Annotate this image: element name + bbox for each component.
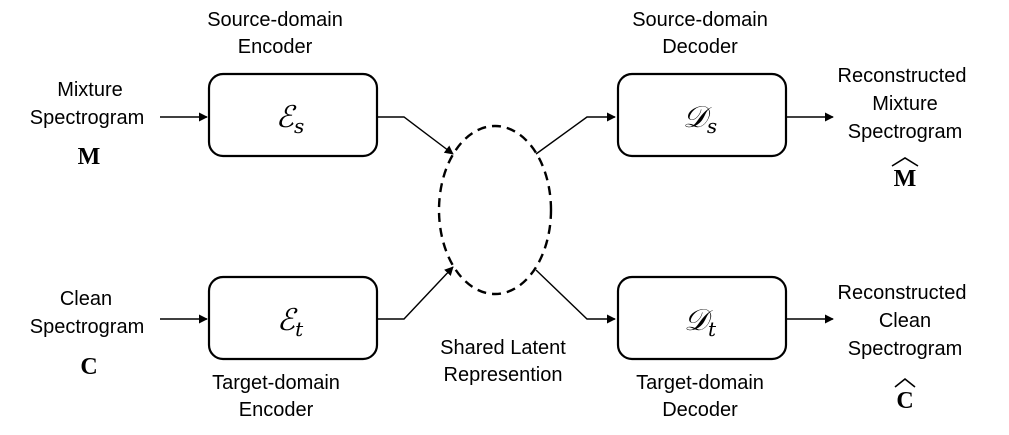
clean-input-symbol: C xyxy=(80,354,97,380)
reconstructed-mixture-line2: Mixture xyxy=(872,93,938,115)
source-decoder-title-line1: Source-domain xyxy=(632,9,768,31)
target-encoder-to-latent-arrow xyxy=(378,266,454,320)
source-encoder-title-line2: Encoder xyxy=(238,36,313,58)
latent-to-target-decoder-arrow xyxy=(535,269,616,324)
target-encoder-title-line1: Target-domain xyxy=(212,372,340,394)
source-encoder-title-line1: Source-domain xyxy=(207,9,343,31)
target-encoder-box: ℰt xyxy=(207,275,379,361)
mixture-input-line1: Mixture xyxy=(57,79,123,101)
reconstructed-mixture-line3: Spectrogram xyxy=(848,121,963,143)
source-decoder-symbol: 𝒟s xyxy=(683,100,717,138)
latent-to-source-decoder-arrow xyxy=(535,112,616,155)
shared-latent-label-line1: Shared Latent xyxy=(440,337,566,359)
source-encoder-symbol: ℰs xyxy=(276,100,304,138)
mixture-input-symbol: M xyxy=(78,144,101,170)
clean-input-line2: Spectrogram xyxy=(30,316,145,338)
hat-accent-icon xyxy=(894,377,916,388)
reconstructed-mixture-symbol: M xyxy=(894,166,917,192)
target-decoder-box: 𝒟t xyxy=(616,275,788,361)
source-decoder-title-line2: Decoder xyxy=(662,36,738,58)
target-decoder-title: Target-domain Decoder xyxy=(636,372,764,421)
reconstructed-clean-line3: Spectrogram xyxy=(848,338,963,360)
target-encoder-symbol: ℰt xyxy=(277,303,304,341)
reconstructed-mixture-line1: Reconstructed xyxy=(838,65,967,87)
source-decoder-title: Source-domain Decoder xyxy=(632,9,768,58)
reconstructed-mixture-label: Reconstructed Mixture Spectrogram M xyxy=(838,65,967,192)
source-decoder-box: 𝒟s xyxy=(616,72,788,158)
clean-input-line1: Clean xyxy=(60,288,112,310)
mixture-input-line2: Spectrogram xyxy=(30,107,145,129)
target-decoder-title-line1: Target-domain xyxy=(636,372,764,394)
source-encoder-to-latent-arrow xyxy=(378,116,454,155)
reconstructed-clean-line1: Reconstructed xyxy=(838,282,967,304)
target-encoder-title: Target-domain Encoder xyxy=(212,372,340,421)
target-decoder-title-line2: Decoder xyxy=(662,399,738,421)
mixture-input-label: Mixture Spectrogram M xyxy=(30,79,145,170)
reconstructed-clean-label: Reconstructed Clean Spectrogram C xyxy=(838,282,967,414)
clean-input-label: Clean Spectrogram C xyxy=(30,288,145,380)
target-encoder-title-line2: Encoder xyxy=(239,399,314,421)
shared-latent-label-line2: Represention xyxy=(444,364,563,386)
reconstructed-clean-symbol: C xyxy=(896,388,913,414)
source-encoder-title: Source-domain Encoder xyxy=(207,9,343,58)
shared-latent-ellipse xyxy=(437,124,553,296)
reconstructed-clean-line2: Clean xyxy=(879,310,931,332)
shared-latent-label: Shared Latent Represention xyxy=(440,337,566,386)
source-encoder-box: ℰs xyxy=(207,72,379,158)
hat-accent-icon xyxy=(891,157,919,167)
